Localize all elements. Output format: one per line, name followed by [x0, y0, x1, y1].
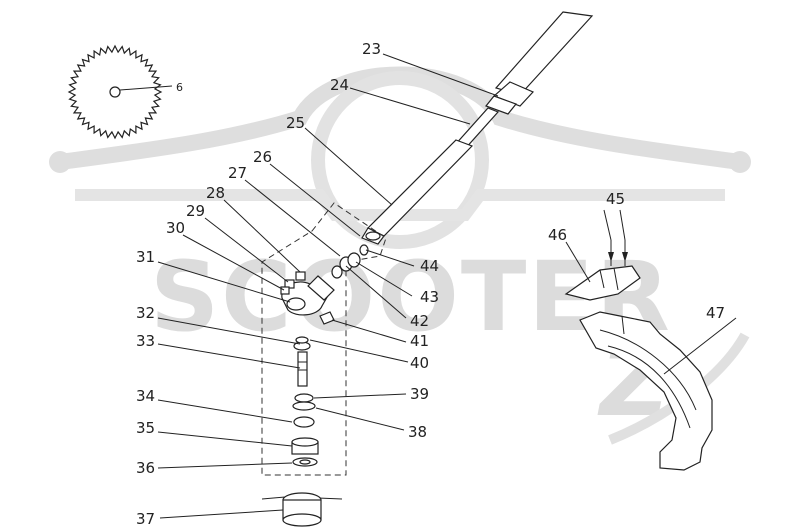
callout-30: 30: [166, 219, 185, 237]
callout-47: 47: [706, 304, 725, 322]
callout-32: 32: [136, 304, 155, 322]
callout-28: 28: [206, 184, 225, 202]
callout-24: 24: [330, 76, 349, 94]
callout-23: 23: [362, 40, 381, 58]
drive-shaft-assembly: [361, 11, 594, 245]
callout-36: 36: [136, 459, 155, 477]
callout-25: 25: [286, 114, 305, 132]
callout-35: 35: [136, 419, 155, 437]
callout-41: 41: [410, 332, 429, 350]
callout-31: 31: [136, 248, 155, 266]
leader-lines: [157, 53, 737, 519]
trimmer-head-part: [261, 492, 343, 527]
callout-44: 44: [420, 257, 439, 275]
callout-labels: 6 23 24 25 26 27 28 29 30 31 32 33 34 35…: [136, 40, 725, 528]
callout-33: 33: [136, 332, 155, 350]
callout-38: 38: [408, 423, 427, 441]
callout-26: 26: [253, 148, 272, 166]
callout-40: 40: [410, 354, 429, 372]
callout-34: 34: [136, 387, 155, 405]
guard-assembly: [564, 240, 713, 471]
callout-6: 6: [176, 81, 183, 94]
callout-39: 39: [410, 385, 429, 403]
gearbox-assembly: [280, 244, 369, 467]
callout-27: 27: [228, 164, 247, 182]
callout-29: 29: [186, 202, 205, 220]
callout-37: 37: [136, 510, 155, 528]
saw-blade-part: [67, 44, 173, 140]
callout-45: 45: [606, 190, 625, 208]
callout-46: 46: [548, 226, 567, 244]
callout-42: 42: [410, 312, 429, 330]
callout-43: 43: [420, 288, 439, 306]
